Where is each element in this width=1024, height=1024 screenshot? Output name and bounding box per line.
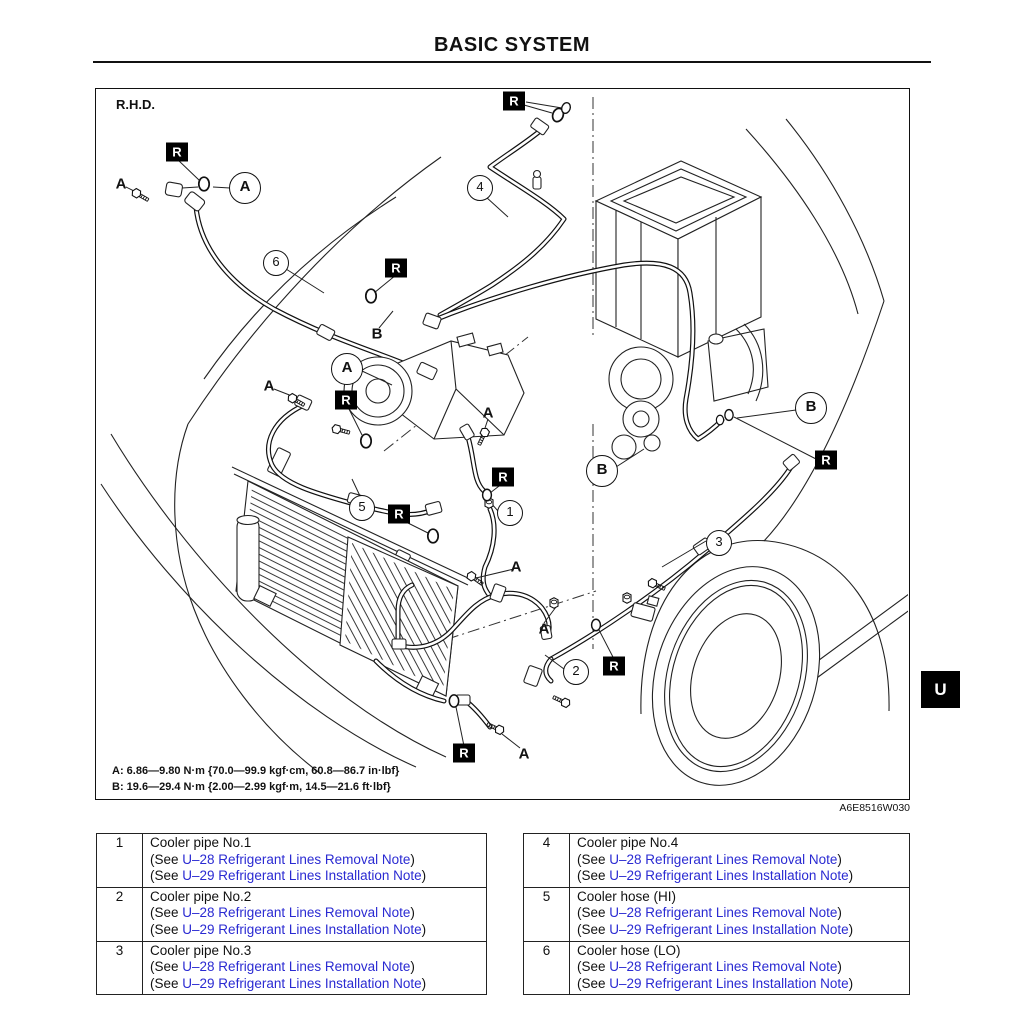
removal-note-link[interactable]: U–28 Refrigerant Lines Removal Note	[609, 851, 838, 867]
part-name: Cooler pipe No.3	[150, 942, 252, 958]
r-marker-4: R	[335, 390, 357, 410]
part-number: 2	[97, 887, 143, 941]
callout-part-2: 2	[563, 659, 589, 685]
page-title: BASIC SYSTEM	[433, 34, 591, 56]
installation-note-link[interactable]: U–29 Refrigerant Lines Installation Note	[609, 921, 849, 937]
diagram-frame: R.H.D. R R R R R R R R R 1 2 3 4 5 6 A A…	[95, 88, 910, 800]
installation-note-link[interactable]: U–29 Refrigerant Lines Installation Note	[182, 868, 422, 884]
title-divider	[93, 61, 931, 63]
part-name: Cooler pipe No.2	[150, 888, 252, 904]
r-marker-6: R	[492, 467, 514, 487]
fastener-label-a-5: A	[538, 620, 550, 638]
table-row: 4 Cooler pipe No.4 (See U–28 Refrigerant…	[524, 834, 909, 887]
circled-letter-b-2: B	[586, 455, 618, 487]
table-row: 3 Cooler pipe No.3 (See U–28 Refrigerant…	[97, 940, 486, 995]
removal-note-link[interactable]: U–28 Refrigerant Lines Removal Note	[609, 905, 838, 921]
part-number: 6	[524, 941, 570, 995]
r-marker-8: R	[453, 743, 475, 763]
part-number: 4	[524, 834, 570, 887]
circled-letter-a-1: A	[229, 172, 261, 204]
r-marker-9: R	[815, 450, 837, 470]
removal-note-link[interactable]: U–28 Refrigerant Lines Removal Note	[609, 959, 838, 975]
part-number: 1	[97, 834, 143, 887]
parts-table-right: 4 Cooler pipe No.4 (See U–28 Refrigerant…	[523, 833, 910, 996]
fastener-label-b: B	[371, 325, 383, 343]
circled-letter-b-1: B	[795, 392, 827, 424]
figure-id: A6E8516W030	[839, 802, 910, 814]
r-marker-7: R	[603, 656, 625, 676]
installation-note-link[interactable]: U–29 Refrigerant Lines Installation Note	[609, 975, 849, 991]
drive-layout-label: R.H.D.	[116, 97, 155, 112]
r-marker-5: R	[388, 504, 410, 524]
callout-part-3: 3	[706, 530, 732, 556]
table-row: 5 Cooler hose (HI) (See U–28 Refrigerant…	[524, 886, 909, 941]
callout-part-1: 1	[497, 500, 523, 526]
fastener-label-a-6: A	[518, 745, 530, 763]
part-name: Cooler hose (LO)	[577, 942, 681, 958]
part-name: Cooler pipe No.1	[150, 835, 252, 850]
removal-note-link[interactable]: U–28 Refrigerant Lines Removal Note	[182, 959, 411, 975]
r-marker-1: R	[166, 142, 188, 162]
part-name: Cooler hose (HI)	[577, 888, 677, 904]
torque-note-b: B: 19.6—29.4 N·m {2.00—2.99 kgf·m, 14.5—…	[112, 781, 391, 793]
engine-bay-illustration	[100, 97, 908, 786]
table-row: 6 Cooler hose (LO) (See U–28 Refrigerant…	[524, 940, 909, 995]
part-number: 5	[524, 887, 570, 941]
table-row: 2 Cooler pipe No.2 (See U–28 Refrigerant…	[97, 886, 486, 941]
section-tab-u: U	[921, 671, 960, 708]
callout-part-6: 6	[263, 250, 289, 276]
circled-letter-a-2: A	[331, 353, 363, 385]
installation-note-link[interactable]: U–29 Refrigerant Lines Installation Note	[182, 921, 422, 937]
callout-part-5: 5	[349, 495, 375, 521]
torque-note-a: A: 6.86—9.80 N·m {70.0—99.9 kgf·cm, 60.8…	[112, 765, 400, 777]
parts-table-left: 1 Cooler pipe No.1 (See U–28 Refrigerant…	[96, 833, 487, 996]
table-row: 1 Cooler pipe No.1 (See U–28 Refrigerant…	[97, 834, 486, 887]
removal-note-link[interactable]: U–28 Refrigerant Lines Removal Note	[182, 905, 411, 921]
fastener-label-a-3: A	[482, 404, 494, 422]
fastener-label-a-4: A	[510, 558, 522, 576]
r-marker-3: R	[385, 258, 407, 278]
fastener-label-a-2: A	[263, 377, 275, 395]
r-marker-2: R	[503, 91, 525, 111]
part-name: Cooler pipe No.4	[577, 835, 679, 850]
installation-note-link[interactable]: U–29 Refrigerant Lines Installation Note	[182, 975, 422, 991]
callout-part-4: 4	[467, 175, 493, 201]
fastener-label-a-1: A	[115, 175, 127, 193]
part-number: 3	[97, 941, 143, 995]
installation-note-link[interactable]: U–29 Refrigerant Lines Installation Note	[609, 868, 849, 884]
removal-note-link[interactable]: U–28 Refrigerant Lines Removal Note	[182, 851, 411, 867]
